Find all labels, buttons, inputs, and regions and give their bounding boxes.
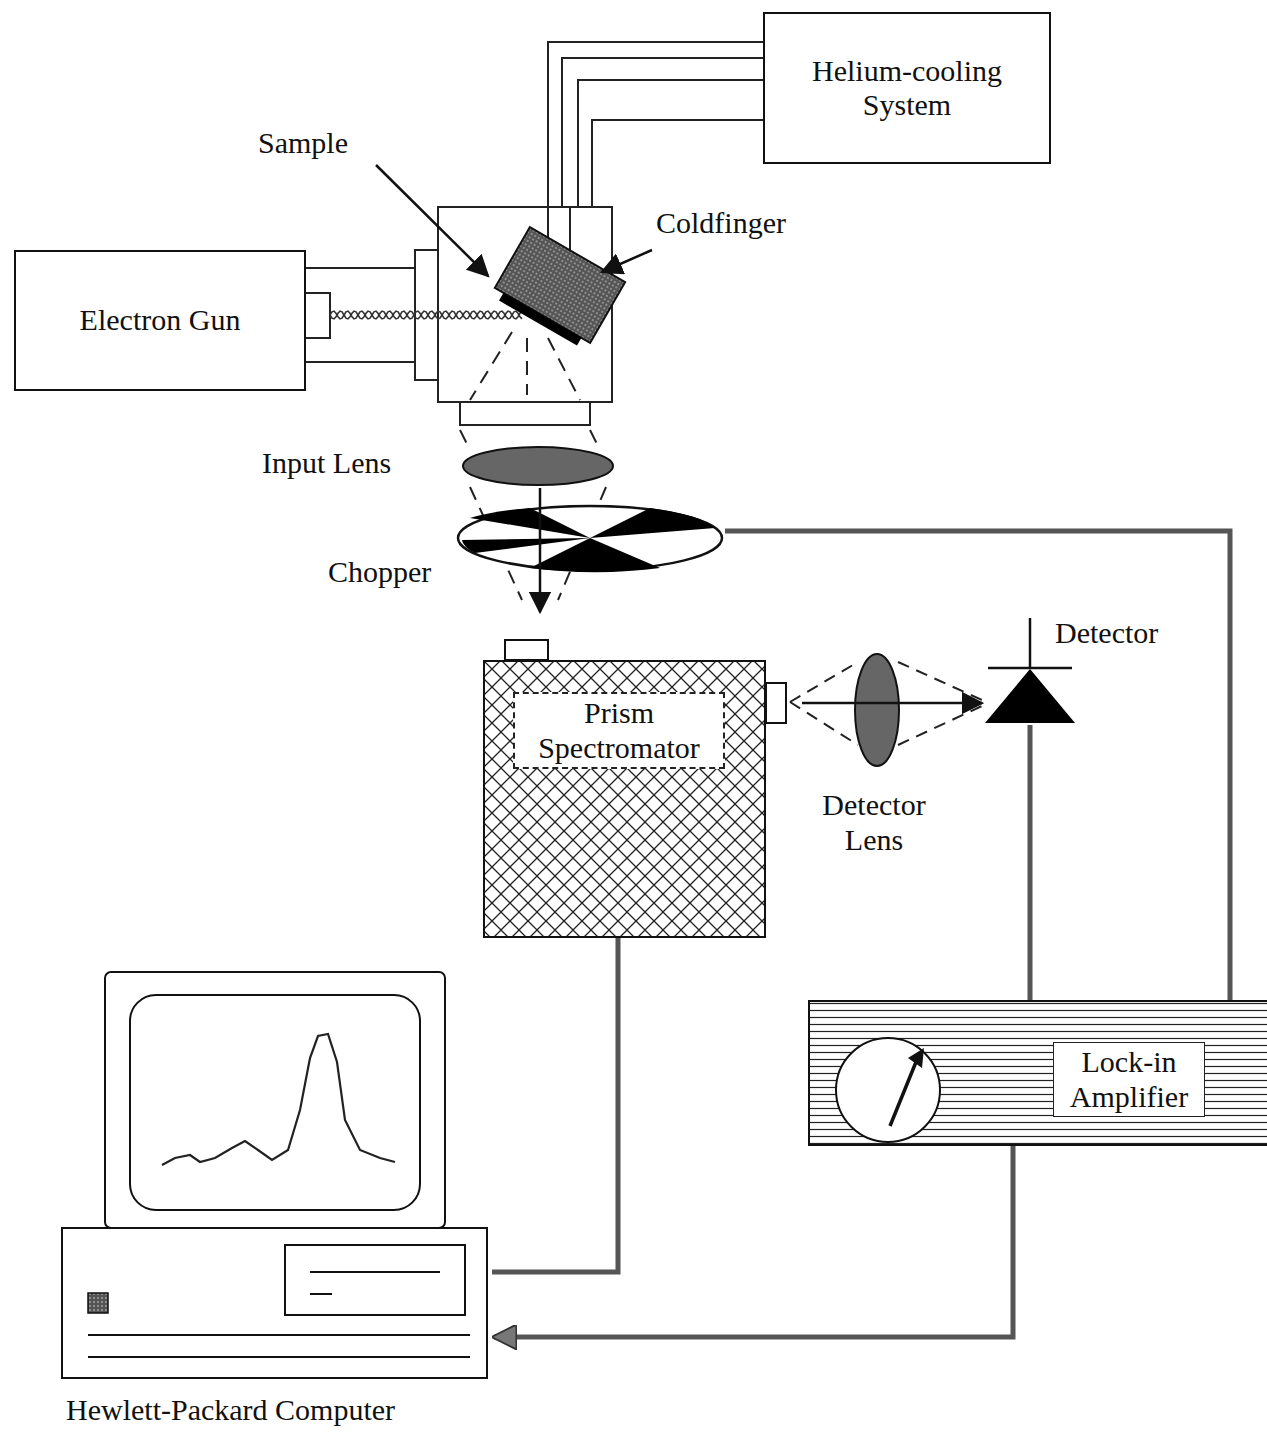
signal-cable: [1028, 725, 1033, 1000]
spectrometer-box: Prism Spectromator: [483, 660, 766, 938]
part-label: Input Lens: [262, 446, 391, 481]
signal-cable: [494, 1146, 1013, 1337]
node-label: Electron Gun: [80, 303, 241, 338]
label-plate: Prism Spectromator: [513, 692, 725, 769]
node-label: Hewlett-Packard Computer: [66, 1393, 395, 1428]
electron-gun-box: Electron Gun: [14, 250, 306, 391]
node-label: Detector: [1055, 616, 1158, 651]
meter-dial: [836, 1038, 940, 1142]
light-arrow: [539, 488, 542, 612]
detector-node: Detector: [975, 612, 1190, 725]
cooling-system-box: Helium-cooling System: [763, 12, 1051, 164]
lock-in-amplifier-box: Lock-in Amplifier: [808, 1000, 1267, 1146]
electron-beam: [330, 311, 522, 319]
part-label: Coldfinger: [656, 206, 786, 241]
chopper-wheel: [458, 506, 722, 572]
detector-lens: [855, 654, 899, 766]
leader-line: [602, 250, 652, 272]
helium-pipes: [548, 42, 763, 207]
part-label: Sample: [258, 126, 348, 161]
meter-needle: [890, 1062, 916, 1126]
signal-cable: [492, 938, 618, 1272]
chopper-node: Chopper: [325, 500, 725, 595]
node-label: Lock-in Amplifier: [1058, 1045, 1200, 1114]
node-label: Helium-cooling System: [773, 54, 1041, 123]
input-lens: [463, 447, 613, 485]
node-label: Prism Spectromator: [519, 696, 719, 765]
computer-illustration: [62, 972, 487, 1378]
leader-line: [376, 165, 488, 276]
part-label: Detector Lens: [808, 788, 940, 857]
node-label: Chopper: [328, 555, 431, 590]
sample-layer: [499, 293, 581, 346]
spectrum-trace: [162, 1034, 395, 1165]
computer-node: Hewlett-Packard Computer: [60, 970, 492, 1439]
light-arrow: [802, 702, 982, 705]
label-plate: Lock-in Amplifier: [1053, 1042, 1205, 1117]
signal-cable: [725, 531, 1230, 1000]
entrance-slit: [505, 640, 548, 660]
coldfinger-block: [490, 227, 625, 350]
exit-slit: [766, 683, 786, 723]
